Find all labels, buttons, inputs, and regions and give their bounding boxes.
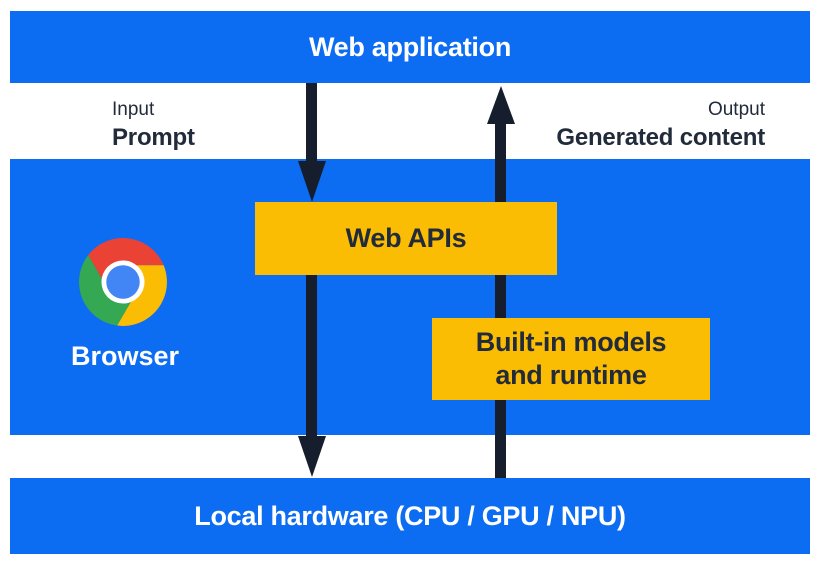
chrome-icon-yellow-segment <box>117 265 167 326</box>
local-hardware-band: Local hardware (CPU / GPU / NPU) <box>10 478 810 554</box>
output-value-label: Generated content <box>556 124 765 151</box>
web-apis-label: Web APIs <box>345 223 467 253</box>
input-arrow-shaft-upper <box>306 83 317 165</box>
local-hardware-label: Local hardware (CPU / GPU / NPU) <box>194 500 626 531</box>
input-arrow-head-upper <box>298 161 326 202</box>
chrome-icon-blue-center <box>106 265 140 299</box>
input-label-group: Input Prompt <box>112 97 195 153</box>
builtin-models-box: Built-in models and runtime <box>432 318 710 400</box>
web-apis-box: Web APIs <box>255 202 557 275</box>
builtin-models-label-line1: Built-in models <box>475 327 667 357</box>
output-arrow-shaft <box>495 120 506 478</box>
output-caption: Output <box>707 99 765 120</box>
web-application-label: Web application <box>308 31 512 62</box>
chrome-browser-icon <box>79 238 167 326</box>
web-application-band: Web application <box>10 11 810 83</box>
browser-label: Browser <box>70 341 180 371</box>
builtin-models-label-line2: and runtime <box>495 360 647 390</box>
input-arrow-head-lower <box>298 436 326 477</box>
input-arrow-shaft-lower <box>306 275 317 441</box>
output-arrow-head <box>487 86 515 124</box>
input-value-label: Prompt <box>112 124 195 151</box>
output-label-group: Output Generated content <box>556 97 765 153</box>
input-caption: Input <box>112 99 155 120</box>
